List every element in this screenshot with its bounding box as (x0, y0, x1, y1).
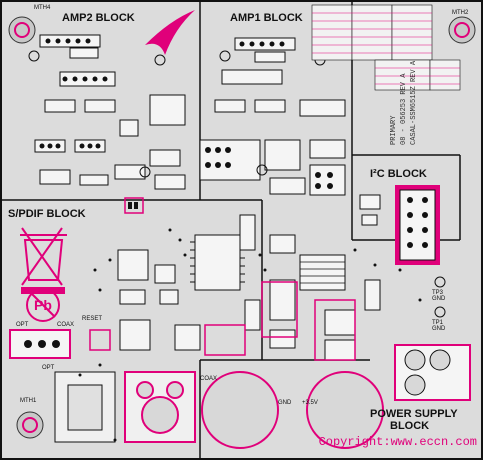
opt-label: OPT (16, 322, 29, 328)
amp1-pads (205, 41, 333, 189)
reset-label: RESET (82, 316, 103, 322)
mounting-hole-label-top-left: MTH4 (34, 5, 51, 11)
gnd-testpoints (434, 276, 446, 318)
barrel-jack-icon (394, 344, 471, 401)
board-id-line2: CASAL-SSM6515Z REV A (410, 60, 418, 145)
tp1-gnd-label: TP1 GND (432, 320, 446, 332)
amp2-block-title: AMP2 BLOCK (62, 12, 135, 24)
config-table (311, 4, 461, 91)
config-table-lines (312, 12, 460, 85)
coax-bottom-label: COAX (200, 376, 218, 382)
amp2-components (34, 34, 186, 190)
board-id-line1: 08 - 056253 REV A (400, 73, 408, 145)
mounting-hole-label-bottom-left: MTH1 (20, 398, 37, 404)
coax-label: COAX (57, 322, 75, 328)
i2c-block-title: I²C BLOCK (370, 168, 427, 180)
led-indicators (128, 202, 138, 209)
mounting-hole-icon (8, 16, 476, 439)
amp1-components (199, 37, 346, 196)
speaker-capacitor-icon (201, 371, 384, 449)
mounting-hole-label-top-right: MTH2 (452, 10, 469, 16)
board-id-line3: PRIMARY (390, 115, 398, 145)
weee-bin-icon (20, 227, 67, 294)
tp3-gnd-label: TP3 GND (432, 290, 446, 302)
opt-connector (9, 329, 71, 359)
coax-connector (124, 371, 196, 443)
power-supply-block-title-line1: POWER SUPPLY (370, 408, 458, 420)
opt-bottom-label: OPT (42, 365, 55, 371)
amp2-testpoints (28, 50, 166, 178)
copyright-text: Copyright:www.eccn.com (318, 435, 477, 449)
amp1-block-title: AMP1 BLOCK (230, 12, 303, 24)
plus-3-5v-label: +3.5V (302, 400, 318, 406)
spdif-block-title: S/PDIF BLOCK (8, 208, 86, 220)
inductor-outlines (89, 197, 356, 361)
power-supply-block-title-line2: BLOCK (390, 420, 430, 432)
gnd-label: GND (278, 400, 292, 406)
main-ic (190, 234, 346, 291)
spdif-components (117, 214, 381, 361)
pb-free-icon: Pb (26, 288, 60, 322)
bottom-opt-connector (54, 371, 116, 443)
amp2-pads (39, 38, 108, 149)
via-dots (78, 228, 422, 442)
swoosh-logo-icon (145, 10, 195, 55)
i2c-connector (359, 185, 440, 265)
pb-label: Pb (34, 297, 52, 313)
